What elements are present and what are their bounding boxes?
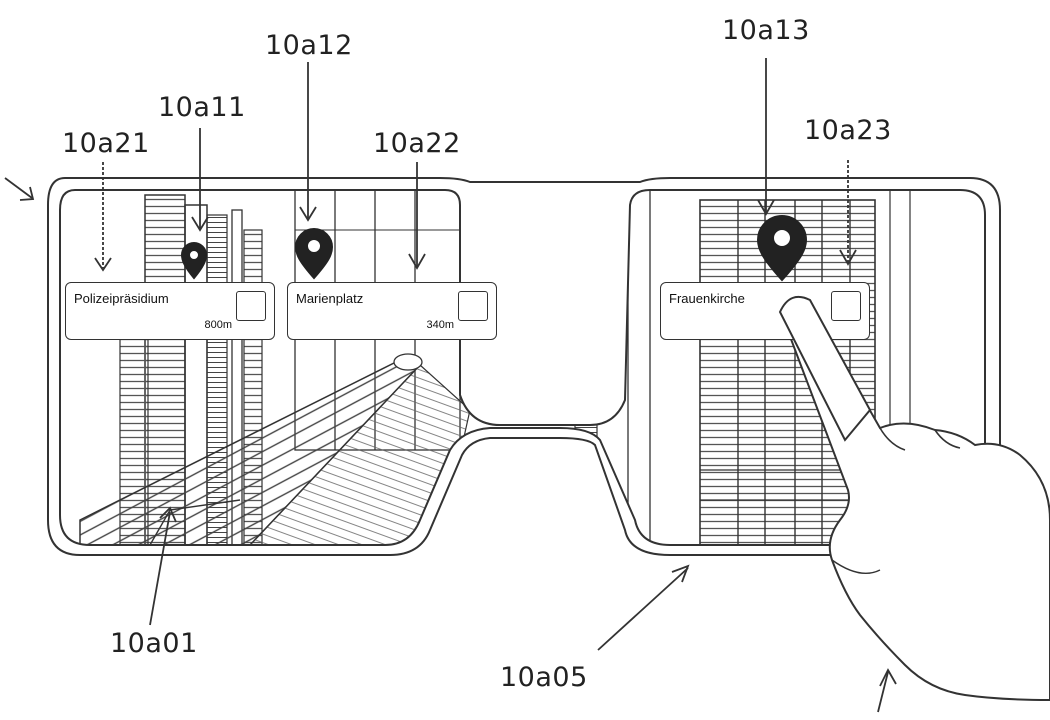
- finger-overlay: [0, 0, 1050, 720]
